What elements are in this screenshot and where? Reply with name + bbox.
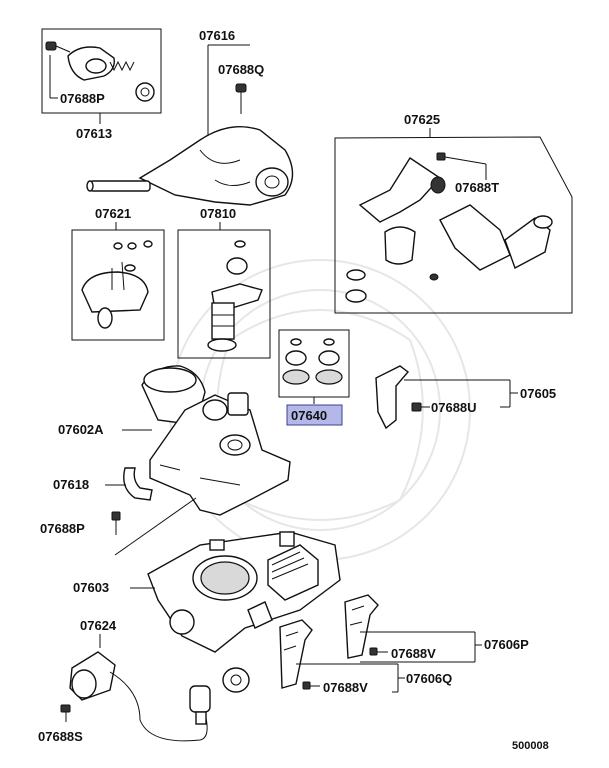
screw-icon bbox=[45, 41, 71, 53]
label-07688U: 07688U bbox=[431, 400, 477, 415]
washer-icon bbox=[345, 289, 367, 303]
label-07688P-mid: 07688P bbox=[40, 521, 85, 536]
label-07625: 07625 bbox=[404, 112, 440, 127]
actuator-icon bbox=[439, 204, 511, 271]
diagram-id: 500008 bbox=[512, 740, 549, 752]
screw-icon bbox=[60, 704, 71, 722]
part-07640-group: 07640 bbox=[278, 329, 350, 426]
part-07606Q-group: 07606Q 07688V bbox=[279, 619, 452, 695]
intake-body-group: 07602A 07618 07688P bbox=[40, 365, 291, 556]
isolator-icon bbox=[318, 350, 340, 366]
part-07603-group: 07603 bbox=[73, 531, 341, 693]
part-07621-group: 07621 bbox=[71, 206, 165, 341]
label-07606P: 07606P bbox=[484, 637, 529, 652]
label-07688P-top: 07688P bbox=[60, 91, 105, 106]
throttle-housing-icon bbox=[138, 125, 294, 206]
diaphragm-icon bbox=[135, 82, 155, 102]
label-07606Q: 07606Q bbox=[406, 671, 452, 686]
label-07688Q: 07688Q bbox=[218, 62, 264, 77]
bolt-icon bbox=[235, 83, 247, 114]
label-07621: 07621 bbox=[95, 206, 131, 221]
label-07602A: 07602A bbox=[58, 422, 104, 437]
part-07625-box bbox=[334, 136, 573, 314]
part-07810-box bbox=[177, 229, 271, 359]
label-07640[interactable]: 07640 bbox=[291, 408, 327, 423]
clip-icon bbox=[279, 619, 313, 689]
screw-icon bbox=[302, 681, 320, 690]
part-07616-group: 07616 07688Q bbox=[86, 28, 294, 206]
bolt-icon bbox=[111, 511, 121, 535]
part-07605-group: 07688U 07605 bbox=[375, 365, 556, 430]
throttle-drum-icon bbox=[267, 544, 319, 601]
label-07613: 07613 bbox=[76, 126, 112, 141]
cup-icon bbox=[384, 226, 416, 265]
label-07605: 07605 bbox=[520, 386, 556, 401]
spring-icon bbox=[109, 60, 135, 72]
bolt-icon bbox=[411, 402, 430, 412]
label-07688S: 07688S bbox=[38, 729, 83, 744]
label-07688V-a: 07688V bbox=[391, 646, 436, 661]
washer-icon bbox=[346, 269, 366, 281]
vacuum-diaphragm-icon bbox=[81, 271, 149, 313]
part-07613-box bbox=[41, 28, 162, 114]
part-07810-group: 07810 bbox=[177, 206, 271, 359]
screw-icon bbox=[369, 647, 388, 656]
part-07621-box bbox=[71, 229, 165, 341]
label-07618: 07618 bbox=[53, 477, 89, 492]
connector-icon bbox=[189, 685, 211, 713]
label-07688V-b: 07688V bbox=[323, 680, 368, 695]
wire-harness-icon bbox=[109, 671, 208, 742]
throttle-body-upper-icon bbox=[149, 394, 291, 516]
part-07625-group: 07625 07688T bbox=[334, 112, 573, 314]
part-07624-group: 07624 07688S bbox=[38, 618, 211, 744]
clip-icon bbox=[344, 594, 379, 659]
isolator-icon bbox=[285, 350, 307, 366]
mount-bracket-icon bbox=[375, 365, 410, 430]
hose-icon bbox=[123, 467, 153, 501]
highlight-07640[interactable] bbox=[286, 404, 343, 426]
sensor-icon bbox=[222, 667, 250, 693]
part-07613-group: 07688P 07613 bbox=[41, 28, 162, 141]
label-07616: 07616 bbox=[199, 28, 235, 43]
label-07603: 07603 bbox=[73, 580, 109, 595]
part-07606P-group: 07606P 07688V bbox=[344, 594, 529, 663]
bolt-icon bbox=[436, 152, 446, 161]
nut-icon bbox=[429, 273, 439, 281]
bracket-icon bbox=[358, 157, 442, 223]
pipe-icon bbox=[89, 180, 151, 192]
label-07624: 07624 bbox=[80, 618, 117, 633]
label-07810: 07810 bbox=[200, 206, 236, 221]
label-07688T: 07688T bbox=[455, 180, 499, 195]
